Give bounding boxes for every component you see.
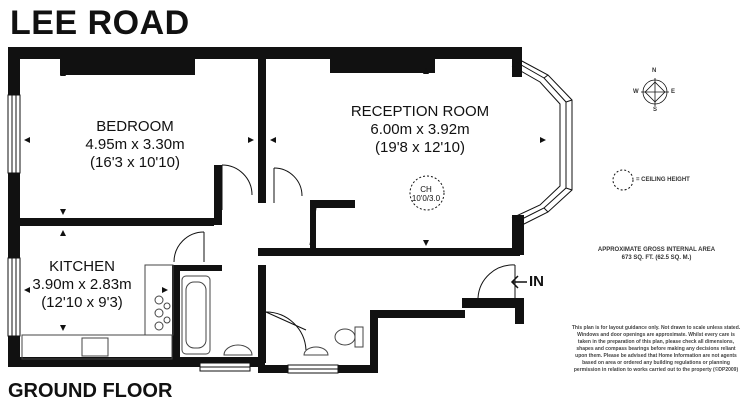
disclaimer-text: This plan is for layout guidance only. N… [571,325,741,373]
left-windows [7,94,21,337]
room-metric-size: 3.90m x 2.83m [32,276,132,293]
bathtub [181,275,211,355]
ceiling-height-value: 10'0/3.0 [411,194,441,203]
ceiling-height-label: CH 10'0/3.0 [405,185,447,203]
room-metric-size: 6.00m x 3.92m [370,121,470,138]
door-swings [173,164,516,351]
room-imperial-size: (19'8 x 12'10) [375,139,465,156]
compass-west-label: W [633,89,639,95]
bedroom-top-block [60,55,195,75]
compass-east-label: E [671,89,676,95]
bottom-wall-mid [175,357,265,367]
ceiling-height-abbr: CH [420,185,432,194]
bath-door [265,311,307,331]
bay-window [511,59,573,227]
room-imperial-size: (12'10 x 9'3) [41,294,123,311]
compass-north-label: N [652,68,657,74]
kitchen-worktop [144,264,174,336]
kitchen-fixtures [21,264,174,360]
entrance-label: IN [529,273,544,290]
reception-door [273,167,303,197]
bottom-windows [199,362,339,374]
kitchen-label: KITCHEN 3.90m x 2.83m (12'10 x 9'3) [22,258,142,312]
gross-area-heading: APPROXIMATE GROSS INTERNAL AREA [597,247,716,253]
bedroom-door [221,164,253,196]
bedroom-reception-wall [258,55,266,203]
bedroom-label: BEDROOM 4.95m x 3.30m (16'3 x 10'10) [70,118,200,172]
entrance-door [477,264,516,299]
cupboard-wall [310,200,355,208]
step-wall [370,310,465,318]
kitchen-door [173,231,205,263]
kitchen-sink [81,337,109,357]
bathroom-fixtures [181,275,364,356]
ceiling-height-legend-marker [612,169,634,191]
reception-room-label: RECEPTION ROOM 6.00m x 3.92m (19'8 x 12'… [335,103,505,157]
gross-area-note: APPROXIMATE GROSS INTERNAL AREA 673 SQ. … [574,246,739,262]
bottom-wall-left [8,357,183,367]
room-name: BEDROOM [96,118,174,135]
bedroom-kitchen-wall [16,218,214,226]
compass-icon [641,78,669,106]
toilet-bowl [334,328,356,346]
ceiling-height-marker [409,175,445,211]
dimension-markers [24,68,546,331]
kitchen-bath-wall [172,265,180,363]
room-name: KITCHEN [49,258,115,275]
reception-bottom-wall [258,248,520,256]
floor-label: GROUND FLOOR [8,380,173,402]
hob-ring [154,295,164,305]
cloakroom-basin [303,346,329,356]
property-title: LEE ROAD [10,4,190,42]
entrance-wall [462,298,524,308]
cupboard-door [309,207,317,246]
room-imperial-size: (16'3 x 10'10) [90,154,180,171]
hob-ring [163,316,171,324]
gross-area-value: 673 SQ. FT. (62.5 SQ. M.) [621,255,692,261]
reception-top-block [330,55,435,73]
room-name: RECEPTION ROOM [350,103,490,120]
bath-top-wall [172,265,222,271]
bedroom-door-pier [214,165,222,225]
compass-south-label: S [653,107,658,113]
hob-ring [154,308,164,318]
entrance-jamb [515,298,524,324]
hob-ring [154,321,164,331]
room-metric-size: 4.95m x 3.30m [85,136,185,153]
entrance-arrow-icon [510,275,527,289]
hob-ring [163,302,171,310]
kitchen-counter [21,334,173,360]
toilet-cistern [354,326,364,348]
ceiling-height-legend: = CEILING HEIGHT [636,177,690,183]
bath-hall-wall [258,265,266,363]
right-lower-wall [370,310,378,373]
washbasin [223,344,253,356]
